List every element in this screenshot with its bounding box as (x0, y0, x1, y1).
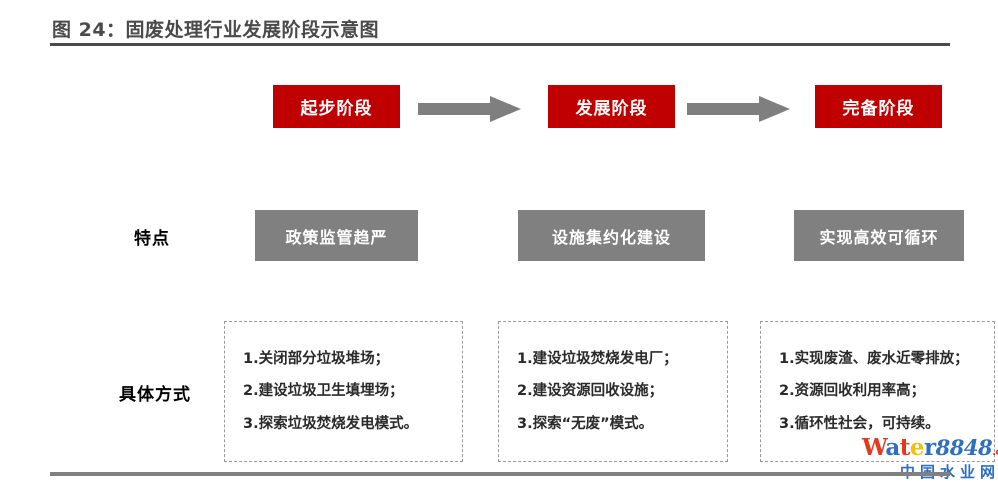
method-box-1: 1.关闭部分垃圾堆场； 2.建设垃圾卫生填埋场； 3.探索垃圾焚烧发电模式。 (224, 321, 463, 462)
method-item: 1.建设垃圾焚烧发电厂； (517, 350, 678, 367)
page-title: 图 24：固废处理行业发展阶段示意图 (52, 19, 380, 41)
method-item: 2.建设垃圾卫生填埋场； (243, 383, 404, 400)
feature-box-2-label: 设施集约化建设 (551, 227, 671, 247)
method-box-3: 1.实现废渣、废水近零排放； 2.资源回收利用率高； 3.循环性社会，可持续。 (760, 321, 995, 462)
arrow-right-icon-2 (687, 96, 790, 122)
method-item: 1.实现废渣、废水近零排放； (779, 350, 969, 367)
stage-box-1[interactable]: 起步阶段 (273, 85, 400, 128)
feature-box-3[interactable]: 实现高效可循环 (794, 210, 964, 261)
arrow-right-icon-1 (418, 96, 521, 122)
method-box-2: 1.建设垃圾焚烧发电厂； 2.建设资源回收设施； 3.探索“无废”模式。 (498, 321, 728, 462)
method-item: 3.循环性社会，可持续。 (779, 415, 940, 432)
row-label-features: 特点 (134, 229, 170, 249)
title-divider (50, 43, 950, 46)
bottom-divider (50, 472, 950, 476)
method-item: 1.关闭部分垃圾堆场； (243, 350, 390, 367)
stage-box-2[interactable]: 发展阶段 (548, 85, 675, 128)
method-item: 2.建设资源回收设施； (517, 383, 664, 400)
stage-box-2-label: 发展阶段 (575, 99, 648, 119)
method-item: 2.资源回收利用率高； (779, 383, 926, 400)
feature-box-3-label: 实现高效可循环 (819, 227, 939, 247)
stage-box-3-label: 完备阶段 (842, 99, 915, 119)
method-item: 3.探索垃圾焚烧发电模式。 (243, 415, 419, 432)
row-label-methods: 具体方式 (119, 385, 191, 405)
feature-box-1-label: 政策监管趋严 (285, 227, 388, 247)
stage-box-1-label: 起步阶段 (300, 99, 373, 119)
feature-box-1[interactable]: 政策监管趋严 (255, 210, 418, 261)
stage-box-3[interactable]: 完备阶段 (815, 85, 942, 128)
feature-box-2[interactable]: 设施集约化建设 (518, 210, 705, 261)
method-item: 3.探索“无废”模式。 (517, 415, 654, 432)
